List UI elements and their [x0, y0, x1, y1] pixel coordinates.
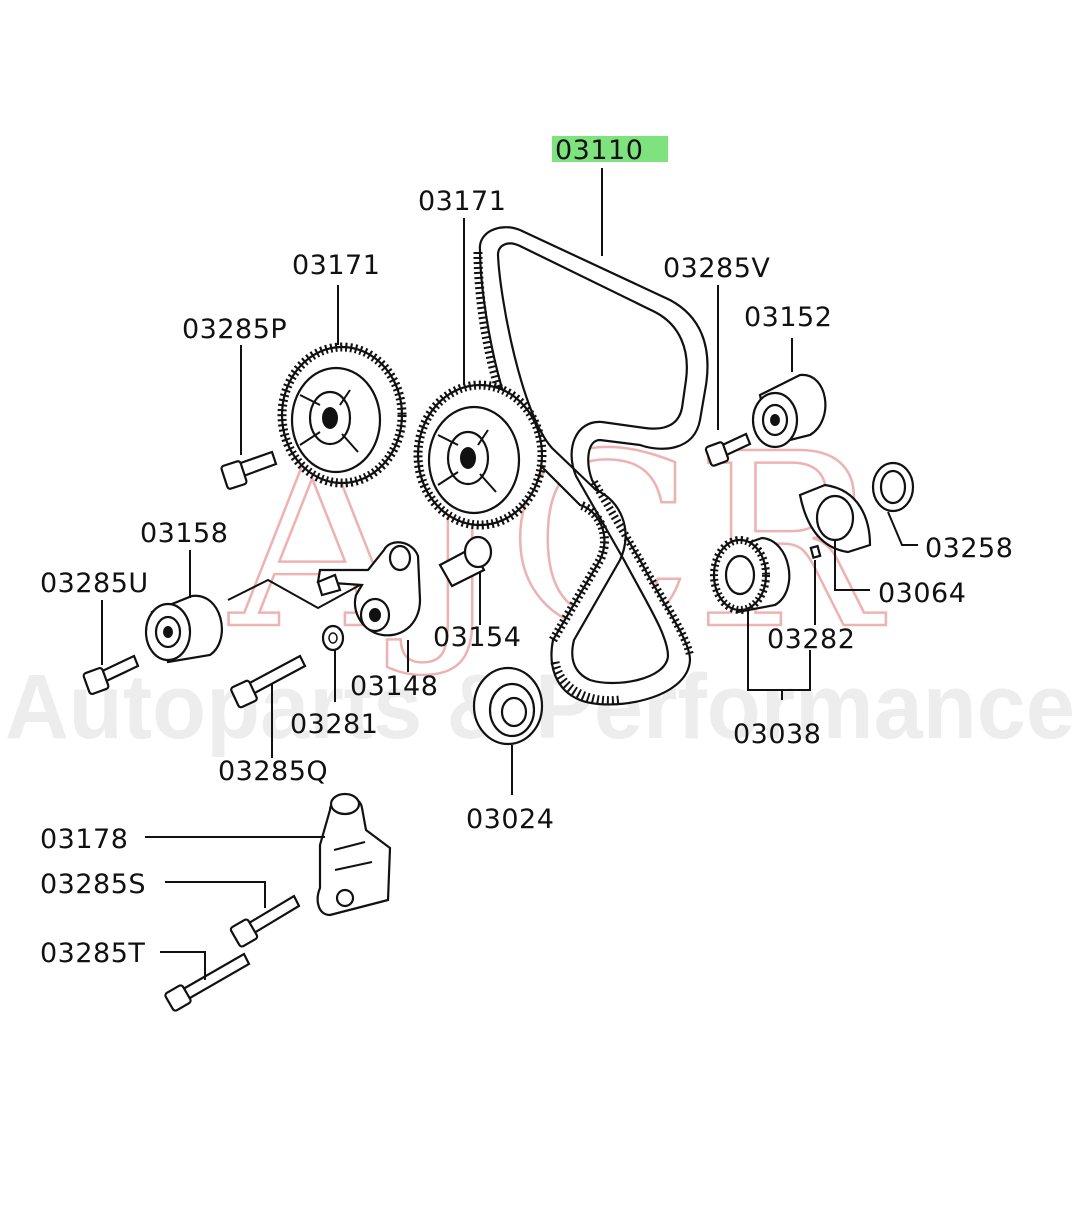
- bolt-03285v: [704, 432, 752, 467]
- flange-03064: [798, 483, 872, 554]
- auto-tensioner: [316, 792, 392, 917]
- callout-03178[interactable]: 03178: [40, 824, 128, 855]
- callout-03152[interactable]: 03152: [744, 302, 832, 333]
- washer-03258: [871, 461, 915, 513]
- washer-03281: [321, 624, 345, 652]
- callout-03038[interactable]: 03038: [733, 719, 821, 750]
- timing-belt: [473, 226, 709, 706]
- callout-03148[interactable]: 03148: [350, 671, 438, 702]
- callout-03064[interactable]: 03064: [878, 578, 966, 609]
- bolt-03285p: [220, 450, 278, 490]
- crank-flange: [472, 666, 544, 746]
- callout-03285t[interactable]: 03285T: [40, 938, 145, 969]
- callout-03282[interactable]: 03282: [767, 624, 855, 655]
- tensioner-pulley: [144, 594, 223, 664]
- callout-03110[interactable]: 03110: [555, 135, 643, 166]
- highlight-03110: [552, 136, 668, 162]
- leader-lines: [101, 168, 918, 980]
- callout-03281[interactable]: 03281: [290, 709, 378, 740]
- callout-03258[interactable]: 03258: [925, 533, 1013, 564]
- callout-03285q[interactable]: 03285Q: [218, 756, 328, 787]
- callout-03024[interactable]: 03024: [466, 804, 554, 835]
- cam-sprocket-left: [277, 342, 407, 488]
- key-03282: [809, 544, 822, 559]
- bolt-03285u: [82, 654, 140, 696]
- spacer-bolt: [438, 535, 493, 588]
- callout-03171-left[interactable]: 03171: [292, 250, 380, 281]
- callout-03285u[interactable]: 03285U: [40, 568, 149, 599]
- bolt-03285t: [164, 952, 251, 1012]
- cam-sprocket-right: [413, 380, 547, 530]
- bolt-03285s: [229, 894, 301, 948]
- callout-03154[interactable]: 03154: [433, 622, 521, 653]
- tensioner-arm: [316, 541, 422, 637]
- callout-03285v[interactable]: 03285V: [663, 253, 770, 284]
- idler-pulley: [751, 373, 827, 449]
- callout-03171-right[interactable]: 03171: [418, 186, 506, 217]
- callout-03285s[interactable]: 03285S: [40, 869, 146, 900]
- callout-03158[interactable]: 03158: [140, 518, 228, 549]
- callout-03285p[interactable]: 03285P: [182, 314, 287, 345]
- crank-sprocket: [710, 536, 791, 614]
- bolt-03285q: [230, 654, 307, 709]
